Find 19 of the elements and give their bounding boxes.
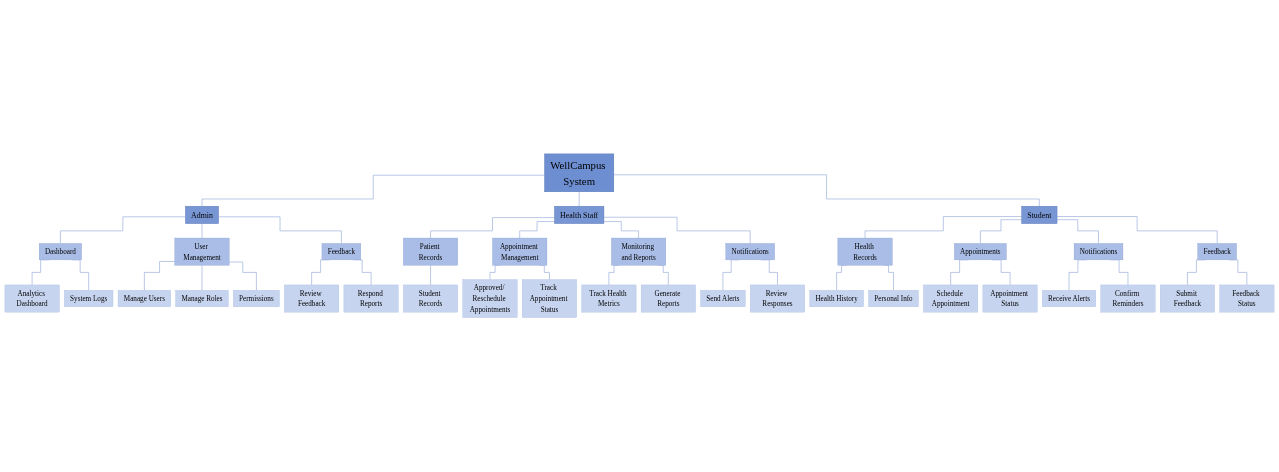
connector	[578, 191, 580, 207]
connector	[430, 217, 555, 239]
connector	[218, 216, 342, 245]
connector	[603, 217, 751, 245]
connector	[201, 265, 203, 291]
connector	[201, 175, 545, 207]
connector	[519, 221, 555, 239]
connector	[228, 261, 257, 291]
connector	[864, 216, 1022, 239]
connector	[603, 221, 639, 239]
connector	[1056, 219, 1099, 245]
connector	[613, 174, 1040, 207]
connector	[430, 265, 431, 286]
connector	[980, 219, 1022, 245]
connector	[144, 261, 176, 291]
connector	[201, 223, 203, 239]
connector	[1056, 216, 1218, 245]
connector	[60, 216, 186, 245]
node-box: WellCampus System	[544, 154, 615, 193]
